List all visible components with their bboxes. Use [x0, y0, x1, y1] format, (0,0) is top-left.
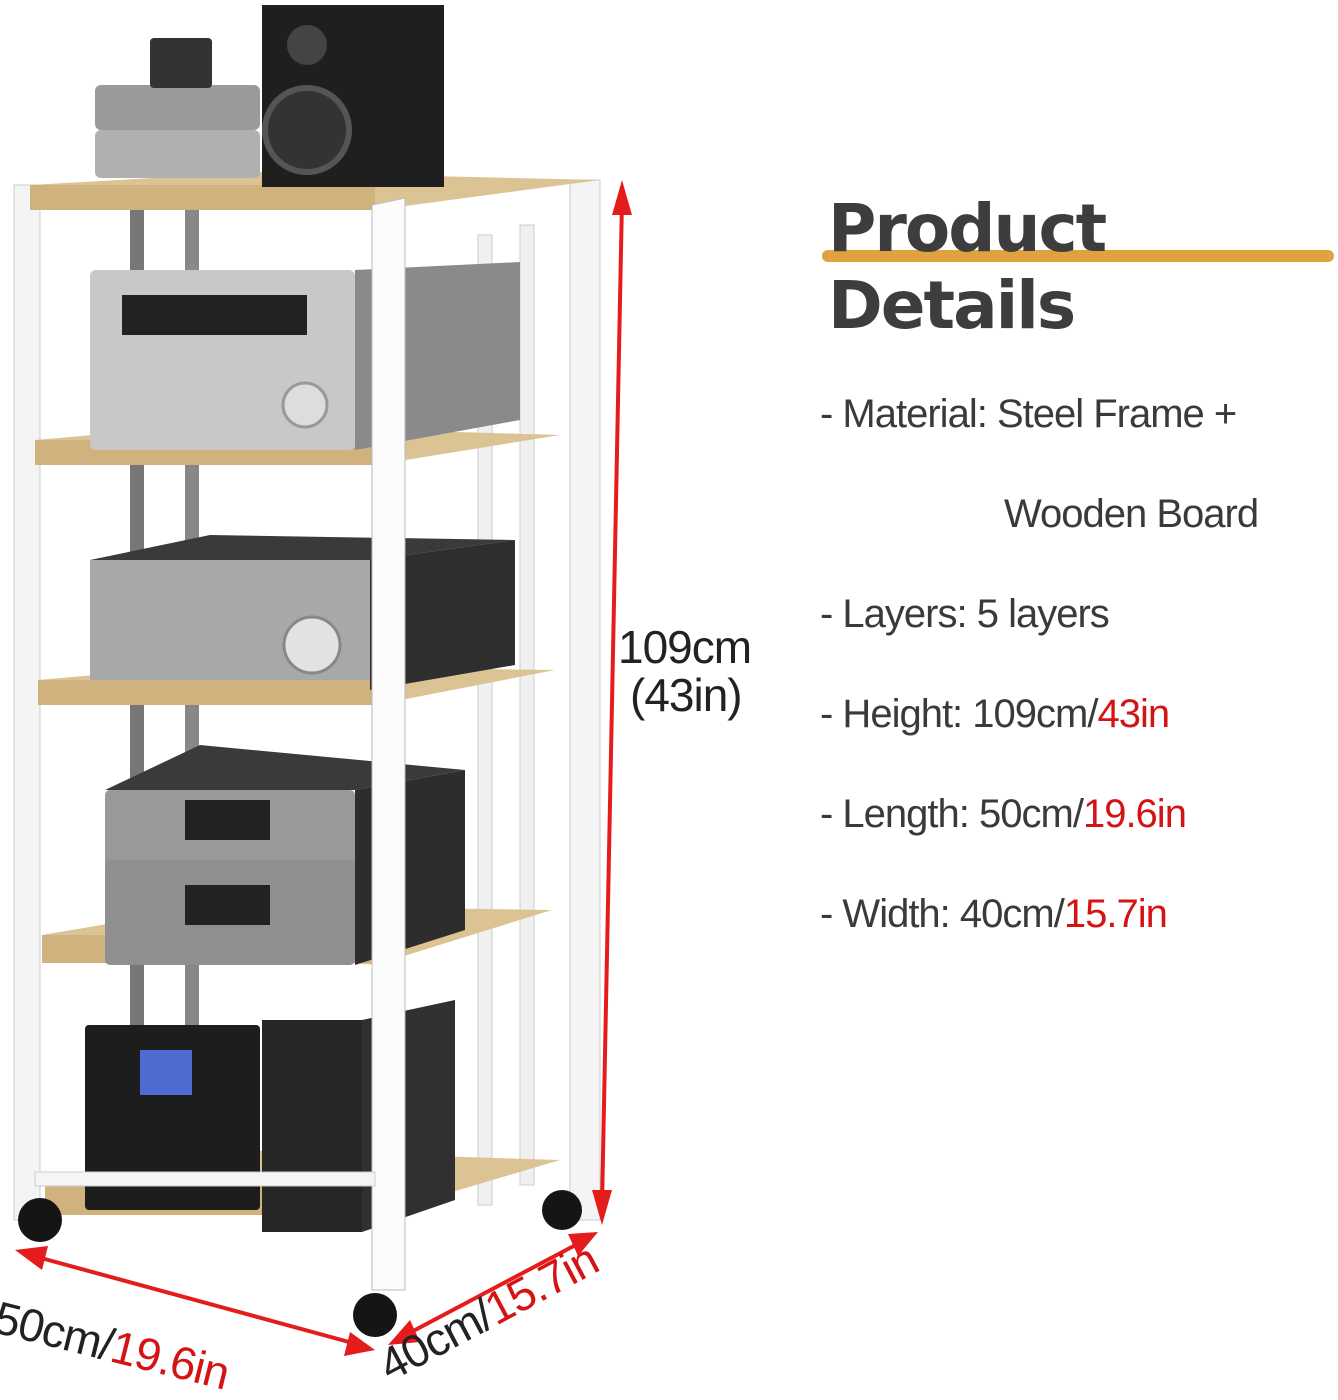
spec-length: - Length: 50cm/19.6in [820, 792, 1187, 837]
spec-height: - Height: 109cm/43in [820, 692, 1170, 737]
spec-highlight: 43in [1097, 692, 1170, 736]
spec-label: - Material: [820, 392, 997, 436]
spec-value: Steel Frame + [996, 392, 1237, 436]
dimension-arrows [15, 180, 632, 1356]
title-underline [822, 250, 1334, 262]
spec-highlight: 15.7in [1063, 892, 1168, 936]
spec-label: - Length: [820, 792, 980, 836]
spec-material-cont: Wooden Board [1004, 492, 1259, 536]
spec-label: - Layers: [820, 592, 977, 636]
spec-material: - Material: Steel Frame + [820, 392, 1237, 437]
caster-wheels [18, 1190, 582, 1337]
spec-label: - Width: [820, 892, 960, 936]
spec-value: 40cm/ [959, 892, 1065, 936]
spec-highlight: 19.6in [1082, 792, 1187, 836]
front-posts [34, 197, 406, 1291]
spec-width: - Width: 40cm/15.7in [820, 892, 1168, 937]
height-imperial-label: (43in) [630, 669, 743, 721]
spec-layers: - Layers: 5 layers [820, 592, 1110, 637]
height-metric-label: 109cm [618, 621, 752, 673]
spec-value: 109cm/ [972, 692, 1098, 736]
spec-value: 5 layers [976, 592, 1110, 636]
page-title: Product Details [828, 190, 1107, 344]
spec-label: - Height: [820, 692, 973, 736]
spec-value: 50cm/ [979, 792, 1084, 836]
